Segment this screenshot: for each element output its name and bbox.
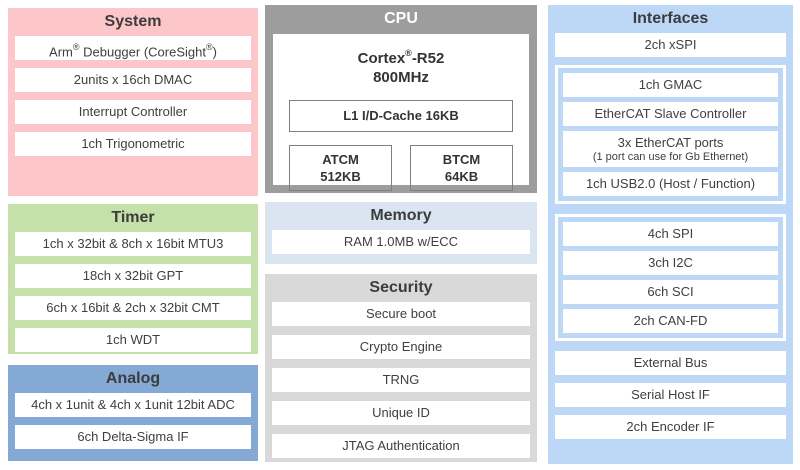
security-item-secure-boot: Secure boot [272, 302, 530, 326]
interfaces-item-xspi: 2ch xSPI [555, 33, 786, 57]
security-title: Security [369, 279, 433, 296]
l1-cache-box: L1 I/D-Cache 16KB [289, 100, 513, 132]
interfaces-serial-group: 4ch SPI 3ch I2C 6ch SCI 2ch CAN-FD [555, 214, 786, 341]
security-item-jtag-auth: JTAG Authentication [272, 434, 530, 458]
text: Debugger (CoreSight [79, 44, 206, 60]
timer-title: Timer [111, 209, 155, 226]
cpu-core-name: Cortex®-R52 800MHz [273, 34, 529, 87]
timer-item-mtu3: 1ch x 32bit & 8ch x 16bit MTU3 [15, 232, 251, 256]
analog-item-delta-sigma: 6ch Delta-Sigma IF [15, 425, 251, 449]
timer-panel: Timer 1ch x 32bit & 8ch x 16bit MTU3 18c… [8, 204, 258, 354]
interfaces-item-usb: 1ch USB2.0 (Host / Function) [563, 172, 778, 196]
memory-title: Memory [370, 207, 432, 224]
memory-item-ram: RAM 1.0MB w/ECC [272, 230, 530, 254]
interfaces-network-group: 1ch GMAC EtherCAT Slave Controller 3x Et… [555, 65, 786, 204]
cpu-core-frequency: 800MHz [373, 69, 429, 86]
interfaces-item-spi: 4ch SPI [563, 222, 778, 246]
analog-item-adc: 4ch x 1unit & 4ch x 1unit 12bit ADC [15, 393, 251, 417]
registered-mark: ® [405, 48, 412, 58]
interfaces-item-external-bus: External Bus [555, 351, 786, 375]
interfaces-panel: Interfaces 2ch xSPI 1ch GMAC EtherCAT Sl… [548, 5, 793, 464]
text: Arm [49, 44, 73, 60]
text: -R52 [411, 50, 445, 67]
cpu-core-box: Cortex®-R52 800MHz L1 I/D-Cache 16KB ATC… [273, 34, 529, 191]
system-item-arm-debugger: Arm® Debugger (CoreSight®) [15, 36, 251, 60]
interfaces-item-encoder-if: 2ch Encoder IF [555, 415, 786, 439]
atcm-box: ATCM 512KB [289, 145, 392, 191]
ethercat-ports-line2: (1 port can use for Gb Ethernet) [592, 151, 749, 163]
btcm-size: 64KB [444, 169, 479, 184]
security-item-trng: TRNG [272, 368, 530, 392]
interfaces-item-canfd: 2ch CAN-FD [563, 309, 778, 333]
ethercat-ports-line1: 3x EtherCAT ports [617, 135, 724, 150]
system-title: System [104, 13, 162, 30]
security-item-unique-id: Unique ID [272, 401, 530, 425]
timer-item-gpt: 18ch x 32bit GPT [15, 264, 251, 288]
interfaces-item-gmac: 1ch GMAC [563, 73, 778, 97]
interfaces-item-ethercat-slave: EtherCAT Slave Controller [563, 102, 778, 126]
registered-mark: ® [72, 42, 80, 52]
btcm-label: BTCM [442, 152, 481, 167]
memory-panel: Memory RAM 1.0MB w/ECC [265, 202, 537, 264]
system-panel: System Arm® Debugger (CoreSight®) 2units… [8, 8, 258, 196]
cpu-title: CPU [384, 10, 418, 27]
system-item-interrupt-controller: Interrupt Controller [15, 100, 251, 124]
atcm-label: ATCM [322, 152, 359, 167]
analog-title: Analog [105, 370, 161, 387]
tcm-row: ATCM 512KB BTCM 64KB [289, 145, 513, 191]
timer-item-cmt: 6ch x 16bit & 2ch x 32bit CMT [15, 296, 251, 320]
analog-panel: Analog 4ch x 1unit & 4ch x 1unit 12bit A… [8, 365, 258, 461]
interfaces-item-ethercat-ports: 3x EtherCAT ports (1 port can use for Gb… [563, 131, 778, 167]
registered-mark: ® [205, 42, 213, 52]
text: ) [212, 44, 217, 60]
interfaces-item-serial-host-if: Serial Host IF [555, 383, 786, 407]
timer-item-wdt: 1ch WDT [15, 328, 251, 352]
cpu-panel: CPU Cortex®-R52 800MHz L1 I/D-Cache 16KB… [265, 5, 537, 193]
system-item-dmac: 2units x 16ch DMAC [15, 68, 251, 92]
security-item-crypto-engine: Crypto Engine [272, 335, 530, 359]
system-item-trigonometric: 1ch Trigonometric [15, 132, 251, 156]
interfaces-item-sci: 6ch SCI [563, 280, 778, 304]
interfaces-title: Interfaces [632, 10, 709, 27]
btcm-box: BTCM 64KB [410, 145, 513, 191]
text: Cortex [357, 50, 406, 67]
atcm-size: 512KB [320, 169, 361, 184]
interfaces-item-i2c: 3ch I2C [563, 251, 778, 275]
security-panel: Security Secure boot Crypto Engine TRNG … [265, 274, 537, 462]
